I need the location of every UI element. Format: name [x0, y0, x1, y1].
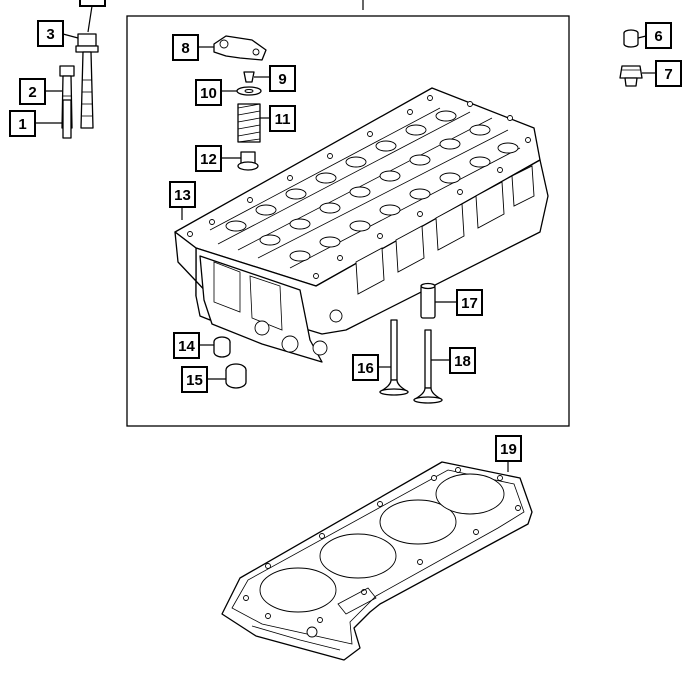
callout-10-label: 10: [200, 85, 217, 102]
callout-10: 10: [195, 79, 237, 106]
callout-17: 17: [435, 289, 483, 316]
cylinder-bore-1: [259, 567, 337, 613]
valve-keeper: [243, 71, 255, 83]
cylinder-bore-3: [379, 499, 457, 545]
gasket-holes: [243, 467, 521, 638]
callout-8-label: 8: [181, 40, 189, 57]
callout-2: 2: [19, 78, 62, 105]
deck-bolt-holes: [187, 95, 531, 279]
callout-15: 15: [181, 366, 226, 393]
cylinder-bore-2: [319, 533, 397, 579]
intake-valve: [379, 319, 409, 396]
callout-13-label: 13: [174, 187, 191, 204]
callout-19-label: 19: [500, 441, 517, 458]
port-openings: [355, 165, 535, 295]
callout-19: 19: [495, 435, 522, 472]
assembly-frame: [126, 15, 570, 427]
callout-15-label: 15: [186, 372, 203, 389]
callout-9-label: 9: [278, 71, 286, 88]
callout-13: 13: [169, 181, 196, 220]
dowel-pin: [623, 29, 639, 48]
head-gasket: [221, 461, 533, 661]
cam-towers: [225, 110, 519, 262]
callout-9: 9: [254, 65, 296, 92]
cylinder-bore-4: [435, 473, 505, 515]
callout-4-partial: [79, 0, 106, 33]
valve-spring: [237, 103, 261, 143]
valve-guide: [420, 282, 436, 319]
callout-16: 16: [352, 354, 391, 381]
head-bolt-long: [75, 33, 99, 129]
cylinder-head: [174, 87, 549, 363]
callout-14-label: 14: [178, 338, 195, 355]
callout-18: 18: [431, 347, 476, 374]
head-bolt-short: [62, 99, 72, 139]
plug-fitting: [619, 65, 643, 87]
exhaust-valve: [413, 329, 443, 404]
callout-14: 14: [173, 332, 214, 359]
callout-8: 8: [172, 34, 214, 61]
callout-7-label: 7: [664, 66, 672, 83]
callout-18-label: 18: [454, 353, 471, 370]
callout-11: 11: [260, 105, 296, 132]
valve-stem-seal: [237, 151, 259, 171]
callout-17-label: 17: [461, 295, 478, 312]
plug-small: [213, 336, 231, 358]
callout-12: 12: [195, 145, 241, 172]
spring-retainer: [236, 86, 262, 96]
callout-3: 3: [37, 20, 79, 47]
rocker-arm: [213, 35, 267, 61]
plug-large: [225, 363, 247, 389]
callout-3-label: 3: [46, 26, 54, 43]
callout-12-label: 12: [200, 151, 217, 168]
callout-2-label: 2: [28, 84, 36, 101]
callout-6: 6: [637, 22, 672, 49]
callout-11-label: 11: [275, 111, 291, 128]
callout-6-label: 6: [654, 28, 662, 45]
callout-1-label: 1: [18, 116, 26, 133]
callout-7: 7: [642, 60, 682, 87]
callout-1: 1: [9, 110, 63, 137]
callout-16-label: 16: [357, 360, 374, 377]
